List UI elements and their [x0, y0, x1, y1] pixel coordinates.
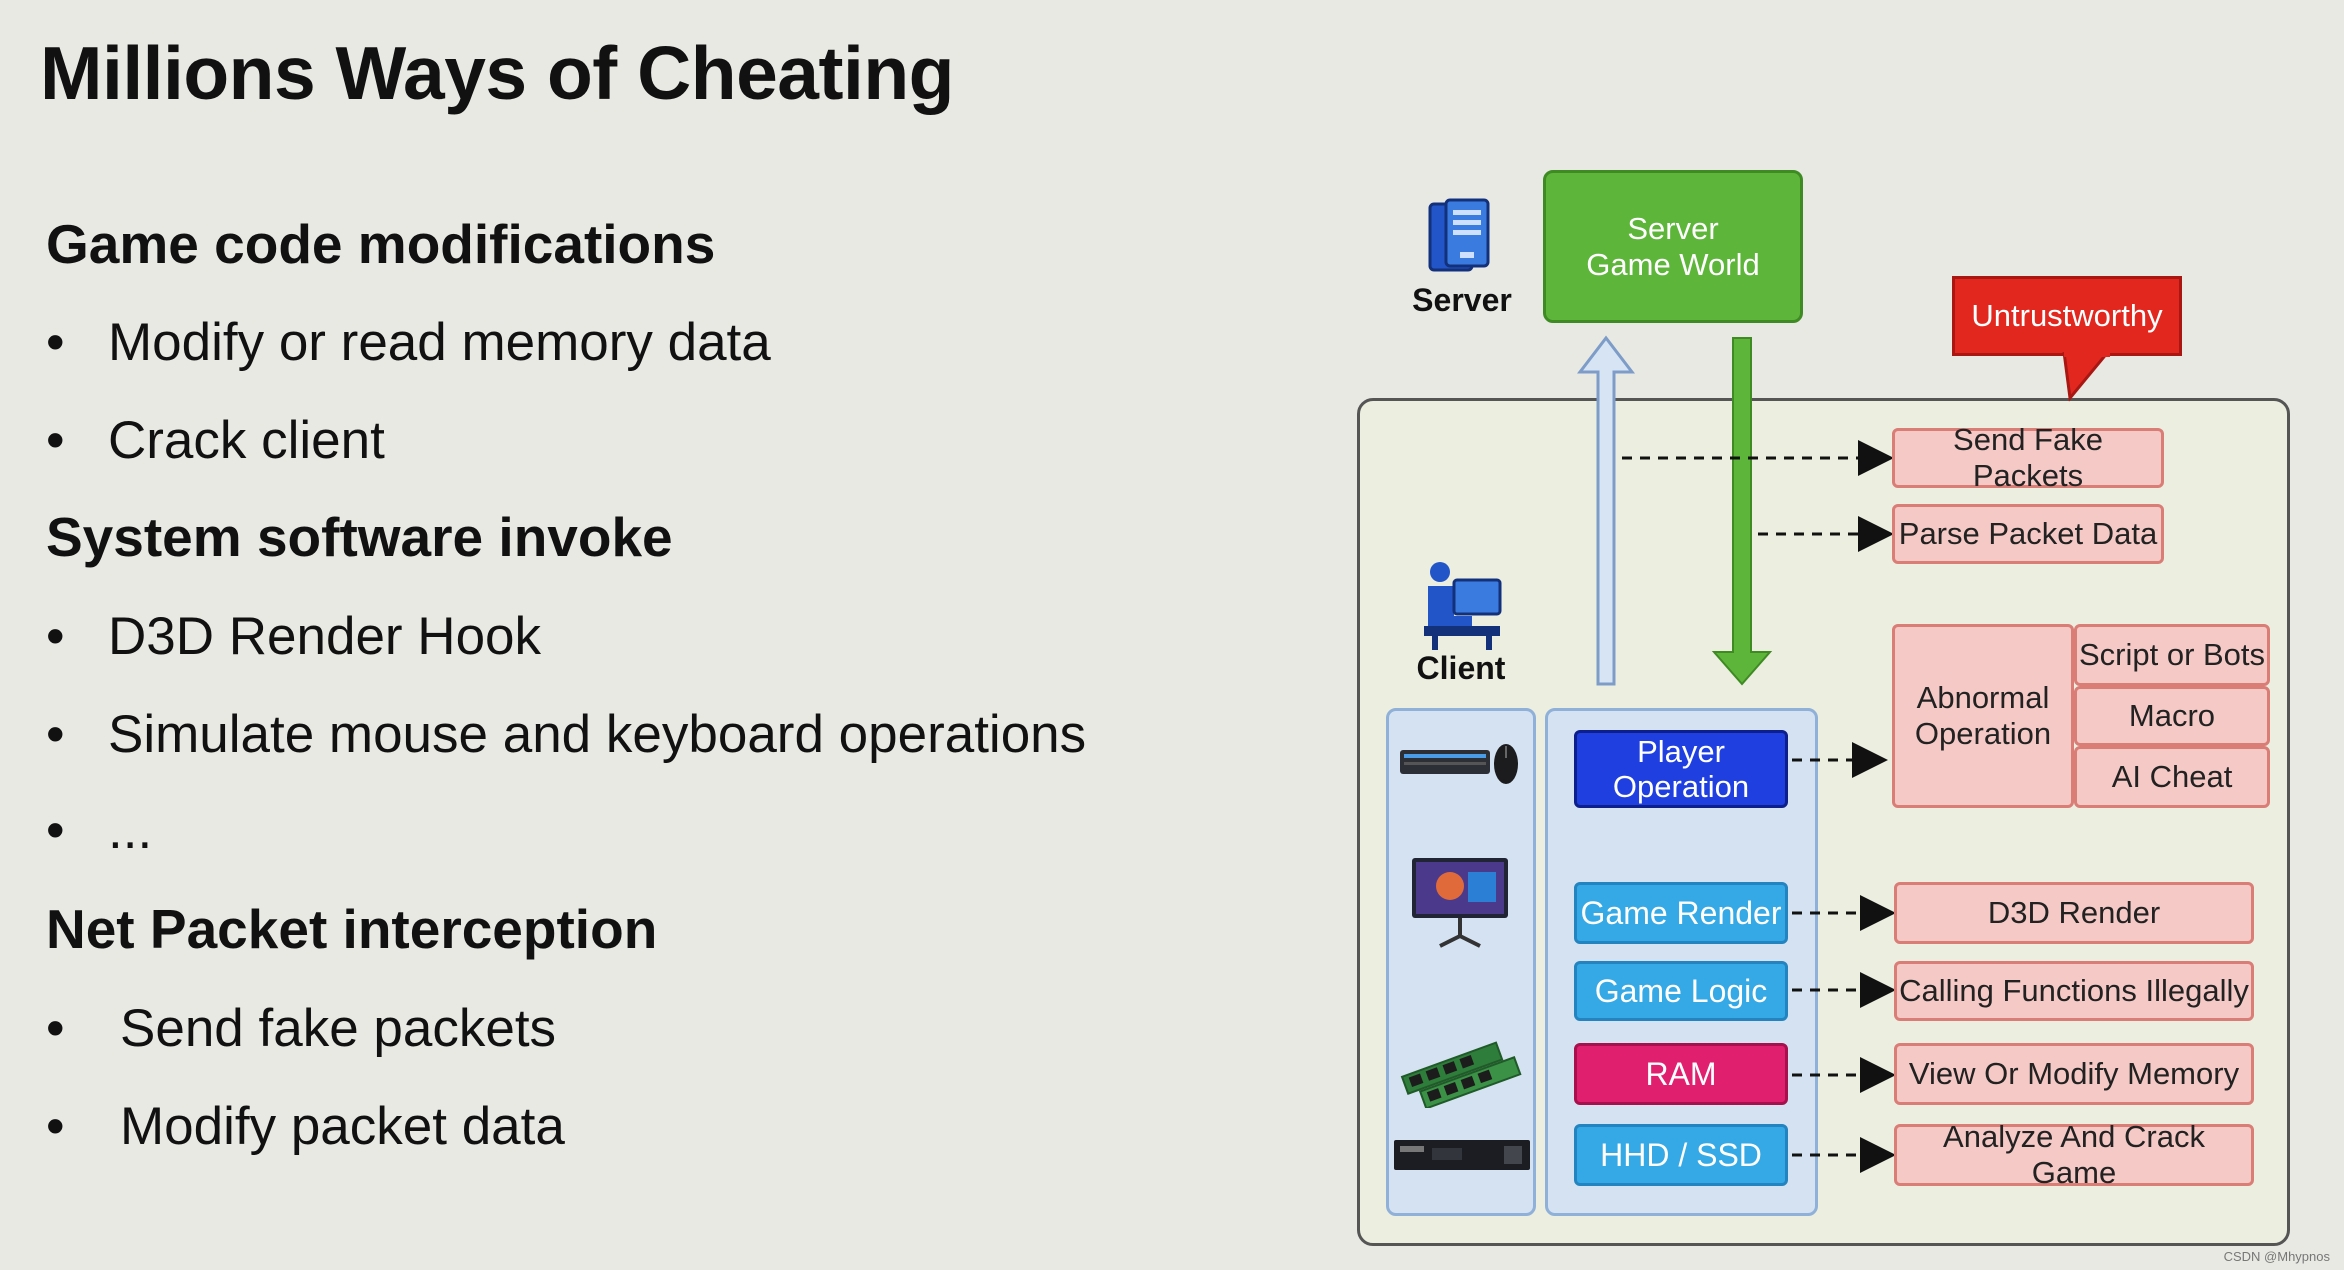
game-render-text: Game Render: [1580, 894, 1782, 931]
untrustworthy-text: Untrustworthy: [1971, 298, 2163, 333]
abnormal-operation-line2: Operation: [1914, 716, 2052, 751]
d3d-render-box: D3D Render: [1894, 882, 2254, 944]
bullet-item: • Modify packet data: [46, 1096, 565, 1157]
bullet-dot: •: [46, 1097, 65, 1156]
calling-functions-text: Calling Functions Illegally: [1899, 973, 2249, 1008]
bullet-text: D3D Render Hook: [108, 607, 542, 666]
bullet-dot: •: [46, 607, 65, 666]
client-user-icon: [1424, 562, 1502, 650]
keyboard-mouse-icon: [1400, 744, 1518, 784]
player-operation-line1: Player: [1637, 734, 1725, 769]
bullet-item: •...: [46, 800, 152, 861]
script-or-bots-text: Script or Bots: [2078, 637, 2266, 672]
calling-functions-box: Calling Functions Illegally: [1894, 961, 2254, 1021]
view-modify-memory-box: View Or Modify Memory: [1894, 1043, 2254, 1105]
bullet-dot: •: [46, 313, 65, 372]
script-or-bots-box: Script or Bots: [2074, 624, 2270, 686]
page-title: Millions Ways of Cheating: [40, 31, 954, 115]
bullet-item: • Modify or read memory data: [46, 312, 771, 373]
bullet-text: Simulate mouse and keyboard operations: [108, 705, 1087, 764]
hhd-ssd-box: HHD / SSD: [1574, 1124, 1788, 1186]
server-icon: [1428, 198, 1490, 272]
game-logic-text: Game Logic: [1594, 972, 1768, 1009]
bullet-dot: •: [46, 999, 65, 1058]
upstream-arrow: [1576, 335, 1636, 686]
section-heading-system-software: System software invoke: [46, 506, 673, 568]
bullet-dot: •: [46, 411, 65, 470]
view-modify-memory-text: View Or Modify Memory: [1908, 1056, 2240, 1091]
game-logic-box: Game Logic: [1574, 961, 1788, 1021]
downstream-arrow: [1711, 337, 1773, 686]
analyze-crack-box: Analyze And Crack Game: [1894, 1119, 2254, 1190]
server-game-world-box: Server Game World: [1543, 170, 1803, 323]
game-render-box: Game Render: [1574, 882, 1788, 944]
parse-packet-data-box: Parse Packet Data: [1892, 504, 2164, 564]
bullet-dot: •: [46, 705, 65, 764]
bullet-text: Send fake packets: [120, 999, 557, 1058]
monitor-icon: [1412, 858, 1508, 948]
parse-packet-data-text: Parse Packet Data: [1898, 516, 2158, 551]
ram-text: RAM: [1645, 1055, 1717, 1092]
hardware-panel: [1386, 708, 1536, 1216]
client-label: Client: [1416, 650, 1506, 686]
untrustworthy-callout: Untrustworthy: [1952, 276, 2182, 356]
bullet-text: ...: [108, 801, 153, 860]
macro-box: Macro: [2074, 686, 2270, 746]
send-fake-packets-box: Send Fake Packets: [1892, 422, 2164, 493]
server-world-line1: Server: [1627, 210, 1719, 246]
ram-sticks-icon: [1400, 1041, 1522, 1108]
ai-cheat-box: AI Cheat: [2074, 746, 2270, 808]
bullet-item: • Send fake packets: [46, 998, 556, 1059]
section-heading-game-code: Game code modifications: [46, 213, 716, 275]
player-operation-box: Player Operation: [1574, 730, 1788, 808]
hhd-ssd-text: HHD / SSD: [1600, 1136, 1762, 1173]
server-label: Server: [1412, 282, 1512, 318]
analyze-crack-text: Analyze And Crack Game: [1943, 1119, 2205, 1190]
bullet-text: Modify or read memory data: [108, 313, 771, 372]
untrustworthy-callout-tail: [2062, 352, 2110, 402]
player-operation-line2: Operation: [1612, 769, 1750, 804]
footer-watermark: CSDN @Mhypnos: [2223, 1249, 2330, 1264]
macro-text: Macro: [2128, 698, 2216, 733]
abnormal-operation-box: Abnormal Operation: [1892, 624, 2074, 808]
ai-cheat-text: AI Cheat: [2111, 759, 2233, 794]
bullet-text: Crack client: [108, 411, 385, 470]
ram-box: RAM: [1574, 1043, 1788, 1105]
send-fake-packets-text: Send Fake Packets: [1953, 422, 2103, 493]
server-world-line2: Game World: [1586, 246, 1760, 282]
bullet-item: • Simulate mouse and keyboard operations: [46, 704, 1086, 765]
bullet-text: Modify packet data: [120, 1097, 565, 1156]
bullet-item: • D3D Render Hook: [46, 606, 541, 667]
section-heading-net-packet: Net Packet interception: [46, 898, 658, 960]
bullet-dot: •: [46, 801, 65, 860]
abnormal-operation-line1: Abnormal: [1916, 680, 2050, 715]
d3d-render-text: D3D Render: [1987, 895, 2161, 930]
bullet-item: • Crack client: [46, 410, 385, 471]
ssd-icon: [1394, 1140, 1530, 1170]
